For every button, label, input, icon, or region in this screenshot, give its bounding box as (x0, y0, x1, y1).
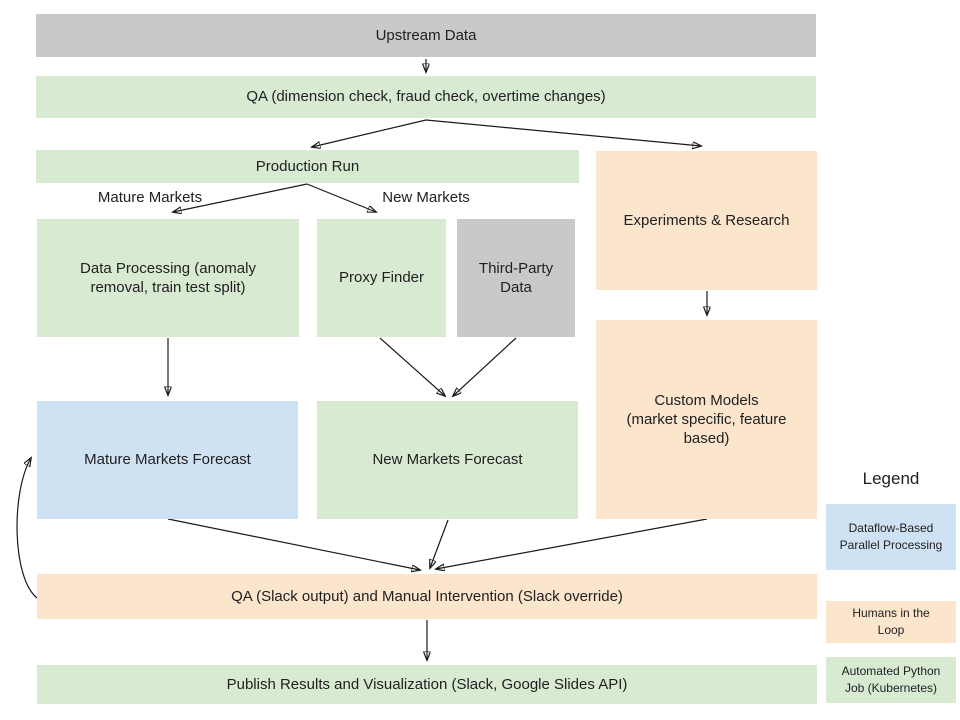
node-qa-manual-intervention: QA (Slack output) and Manual Interventio… (37, 574, 817, 619)
node-qa-checks-label: QA (dimension check, fraud check, overti… (246, 88, 606, 106)
node-upstream-data-label: Upstream Data (375, 26, 477, 44)
arrow-qa-to-production-run (312, 119, 427, 147)
edge-label-mature-markets: Mature Markets (97, 189, 203, 206)
arrow-mature-forecast-to-qa (167, 518, 420, 570)
arrow-feedback-qa-to-mature-forecast (16, 458, 38, 599)
node-third-party-data: Third-Party Data (457, 219, 575, 337)
legend-item-automated-python-job: Automated Python Job (Kubernetes) (826, 657, 956, 703)
node-data-processing: Data Processing (anomaly removal, train … (37, 219, 299, 337)
node-proxy-finder: Proxy Finder (317, 219, 446, 337)
node-experiments-research: Experiments & Research (596, 151, 817, 290)
node-qa-checks: QA (dimension check, fraud check, overti… (36, 76, 816, 118)
node-data-processing-label: Data Processing (anomaly removal, train … (80, 259, 256, 296)
arrow-qa-to-experiments (425, 119, 701, 146)
arrow-new-forecast-to-qa (430, 519, 449, 568)
node-custom-models-label: Custom Models (market specific, feature … (626, 391, 787, 448)
edge-label-new-markets: New Markets (382, 189, 470, 206)
node-publish-results: Publish Results and Visualization (Slack… (37, 665, 817, 704)
node-production-run-label: Production Run (255, 157, 360, 175)
node-production-run: Production Run (36, 150, 579, 183)
legend-item-dataflow-parallel-label: Dataflow-Based Parallel Processing (839, 521, 943, 552)
node-third-party-data-label: Third-Party Data (478, 259, 554, 296)
arrow-custom-models-to-qa (436, 518, 708, 569)
arrow-proxy-finder-to-new-forecast (379, 337, 445, 396)
legend-item-automated-python-job-label: Automated Python Job (Kubernetes) (841, 664, 941, 695)
node-proxy-finder-label: Proxy Finder (338, 269, 425, 287)
node-mature-markets-forecast: Mature Markets Forecast (37, 401, 298, 519)
legend-item-humans-in-loop-label: Humans in the Loop (852, 606, 930, 637)
legend-item-dataflow-parallel: Dataflow-Based Parallel Processing (826, 504, 956, 570)
arrow-third-party-to-new-forecast (453, 337, 517, 396)
node-experiments-research-label: Experiments & Research (623, 211, 790, 229)
legend-title: Legend (862, 469, 920, 488)
node-new-markets-forecast-label: New Markets Forecast (372, 451, 523, 469)
node-custom-models: Custom Models (market specific, feature … (596, 320, 817, 519)
node-publish-results-label: Publish Results and Visualization (Slack… (226, 675, 628, 693)
node-mature-markets-forecast-label: Mature Markets Forecast (84, 451, 251, 469)
legend-item-humans-in-loop: Humans in the Loop (826, 601, 956, 643)
node-new-markets-forecast: New Markets Forecast (317, 401, 578, 519)
node-qa-manual-intervention-label: QA (Slack output) and Manual Interventio… (231, 587, 623, 605)
node-upstream-data: Upstream Data (36, 14, 816, 57)
